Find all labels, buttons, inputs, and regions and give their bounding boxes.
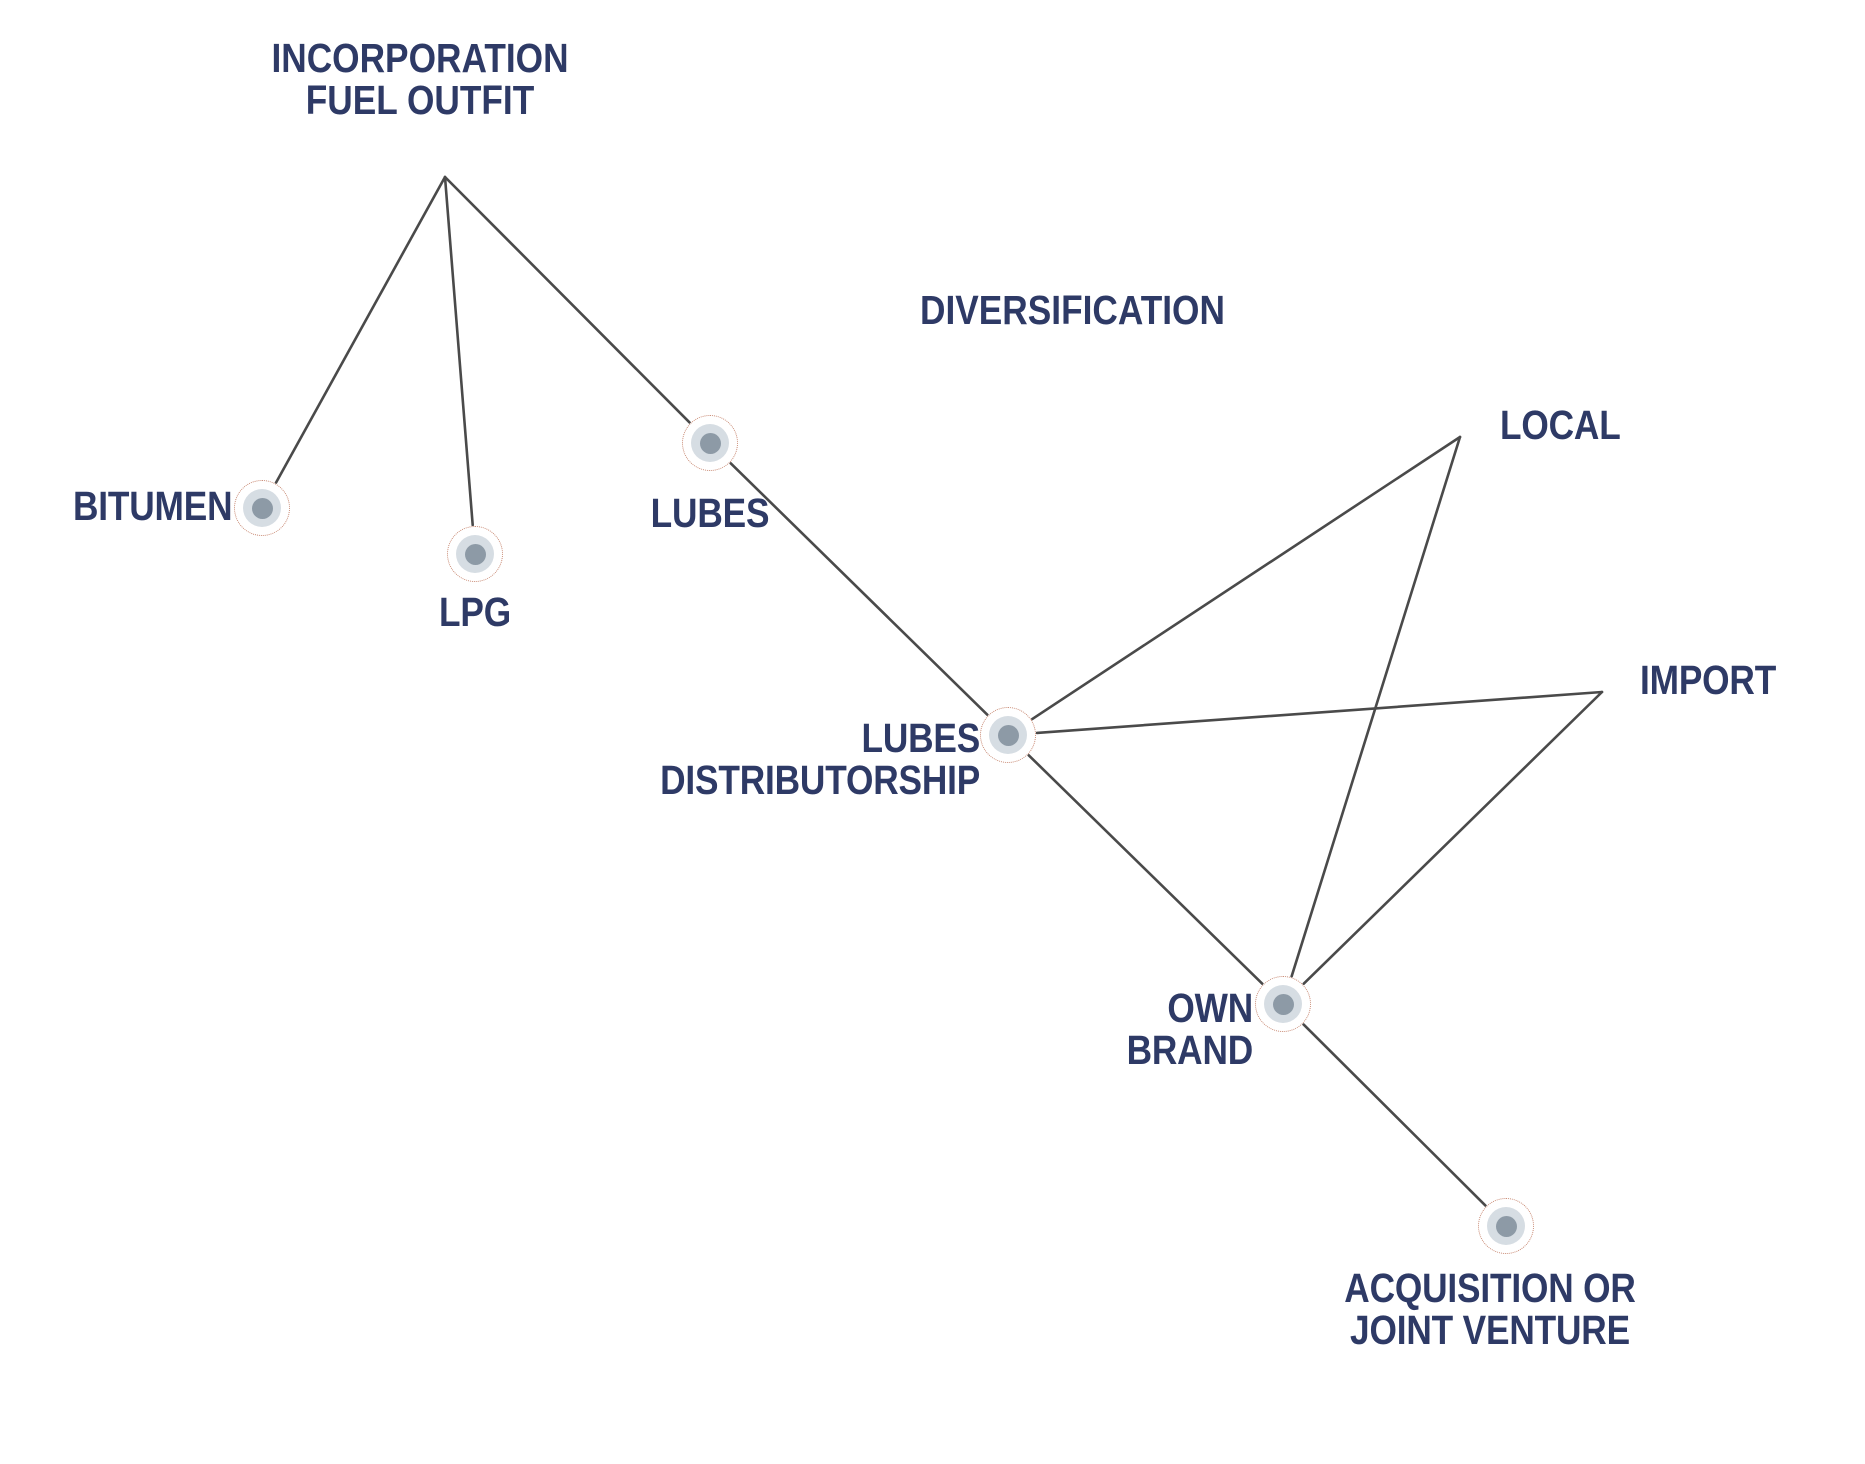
edge-lubes-to-lubes-distributorship [729, 461, 989, 717]
edge-incorporation-apex-to-lubes [443, 175, 691, 424]
node-label-bitumen: BITUMEN [72, 483, 233, 529]
node-label-acquisition: ACQUISITION OR JOINT VENTURE [1344, 1265, 1636, 1353]
heading-incorporation: INCORPORATION FUEL OUTFIT [271, 35, 569, 123]
node-marker-bitumen[interactable] [234, 480, 290, 536]
edge-lubes-distributorship-to-local [1030, 435, 1462, 721]
edge-import-to-own-brand [1302, 690, 1604, 986]
edge-lubes-distributorship-to-import [1035, 690, 1604, 735]
node-marker-lubes-distributorship[interactable] [980, 707, 1036, 763]
node-label-own-brand: OWN BRAND [1126, 985, 1254, 1073]
node-label-lubes: LUBES [650, 490, 770, 536]
edge-incorporation-apex-to-bitumen [274, 175, 447, 484]
node-label-lubes-distributorship: LUBES DISTRIBUTORSHIP [659, 715, 980, 803]
node-marker-acquisition[interactable] [1478, 1198, 1534, 1254]
node-label-local: LOCAL [1500, 402, 1621, 448]
edge-lubes-distributorship-to-own-brand [1027, 753, 1264, 986]
edge-own-brand-to-acquisition [1302, 1023, 1487, 1207]
heading-diversification: DIVERSIFICATION [920, 287, 1225, 333]
node-marker-lubes[interactable] [682, 415, 738, 471]
edge-incorporation-apex-to-lpg [443, 175, 474, 527]
node-label-import: IMPORT [1640, 657, 1777, 703]
node-label-lpg: LPG [439, 589, 511, 635]
node-marker-lpg[interactable] [447, 526, 503, 582]
edge-local-to-own-brand [1290, 435, 1462, 978]
node-marker-own-brand[interactable] [1255, 976, 1311, 1032]
